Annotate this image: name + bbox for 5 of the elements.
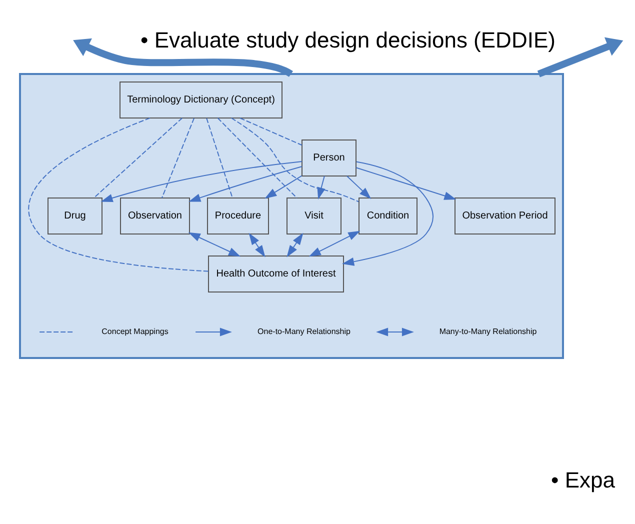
legend-label: Concept Mappings [102,326,168,336]
label: • Expa [551,468,615,493]
legend-label: One-to-Many Relationship [258,326,350,336]
legend-label: Many-to-Many Relationship [439,326,537,336]
label: • Evaluate study design decisions (EDDIE) [140,28,556,53]
